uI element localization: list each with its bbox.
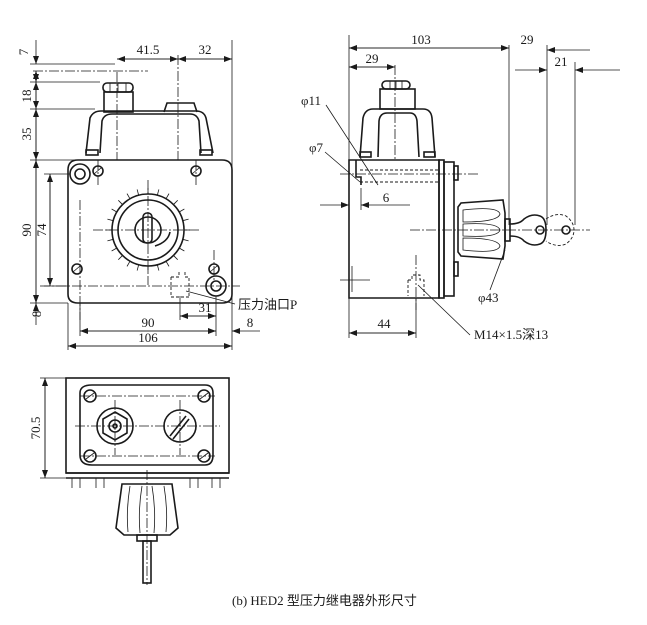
dial-tick: [107, 238, 114, 242]
side-centerlines: [340, 65, 590, 310]
front-centerlines: [33, 55, 240, 320]
dim-depth: 103: [411, 32, 431, 47]
dial-tick: [107, 218, 114, 222]
dim-overall-width: 106: [138, 330, 158, 345]
dial-tick: [178, 247, 185, 252]
figure-caption: (b) HED2 型压力继电器外形尺寸: [232, 593, 417, 608]
side-upper-housing: [359, 108, 436, 158]
upper-housing: [85, 110, 214, 156]
bottom-cover: [79, 384, 214, 466]
oil-port-label: 压力油口P: [238, 297, 297, 312]
side-body: [348, 159, 440, 299]
dim-knob-extend: 29: [521, 32, 534, 47]
dial-tick: [182, 218, 189, 222]
dial-tick: [126, 260, 131, 267]
dim-port-offset: 31: [199, 300, 212, 315]
dial-tick: [165, 260, 170, 267]
label-thread: M14×1.5深13: [474, 327, 548, 342]
side-knob: [457, 199, 511, 260]
dim-hole-spacing-h: 90: [142, 315, 155, 330]
dim-port-depth: 44: [378, 316, 392, 331]
label-dia-7: φ7: [309, 140, 324, 155]
oil-port-hidden: [170, 272, 190, 298]
dim-cap-to-edge: 32: [199, 42, 212, 57]
front-view: 7 18 35 90 74 8 41.5 32 31 90 106 8 压力油口…: [16, 40, 297, 350]
label-dia-43: φ43: [478, 290, 499, 305]
dial-tick: [136, 264, 140, 271]
side-plate-2: [443, 161, 455, 297]
dial-tick: [118, 200, 123, 205]
front-vertical-dims: [33, 40, 53, 325]
dim-hole-spacing-v: 74: [34, 223, 49, 237]
side-cap-nut: [379, 80, 416, 110]
dial-tick: [173, 200, 178, 205]
side-port-hidden: [407, 274, 425, 296]
bottom-body: [65, 377, 230, 474]
side-extension-lines: [348, 35, 576, 338]
side-dims: [320, 45, 620, 336]
dial-tick: [182, 238, 189, 242]
bottom-knob: [115, 483, 179, 584]
dim-cap-offset: 29: [366, 51, 379, 66]
oil-port-leader: [185, 290, 236, 305]
label-dia-11: φ11: [301, 93, 321, 108]
dial-tick: [165, 193, 170, 200]
dim-key-extend: 21: [555, 54, 568, 69]
dim-bottom-height: 70.5: [28, 417, 43, 440]
side-view: 103 29 29 21 6 44 φ11 φ7 φ43 M14×1.5深13: [301, 32, 620, 342]
dim-right-offset: 8: [247, 315, 254, 330]
cap-nut: [102, 82, 134, 113]
dim-overall-height: 90: [19, 224, 34, 237]
dim-center-to-cap: 41.5: [137, 42, 160, 57]
dim-hole-offset: 6: [383, 190, 390, 205]
bottom-view: 70.5: [28, 377, 230, 585]
dial-tick: [126, 193, 131, 200]
dial-tick: [111, 247, 118, 252]
dim-body-top-height: 35: [19, 128, 34, 141]
dial-tick: [136, 189, 140, 196]
dial-tick: [173, 255, 178, 260]
raised-bump: [163, 102, 198, 113]
dial-tick: [111, 208, 118, 213]
dim-top-gap: 7: [16, 48, 31, 55]
side-hidden-bore: [360, 169, 440, 183]
dial-tick: [156, 189, 160, 196]
dial-tick: [156, 264, 160, 271]
dial-tick: [118, 255, 123, 260]
dim-cap-height: 18: [19, 90, 34, 103]
dim-bottom-offset: 8: [29, 311, 44, 318]
body-plate: [67, 159, 233, 304]
front-horizontal-dims: [68, 56, 260, 349]
side-leaders: [324, 104, 506, 336]
dial-tick: [178, 208, 185, 213]
